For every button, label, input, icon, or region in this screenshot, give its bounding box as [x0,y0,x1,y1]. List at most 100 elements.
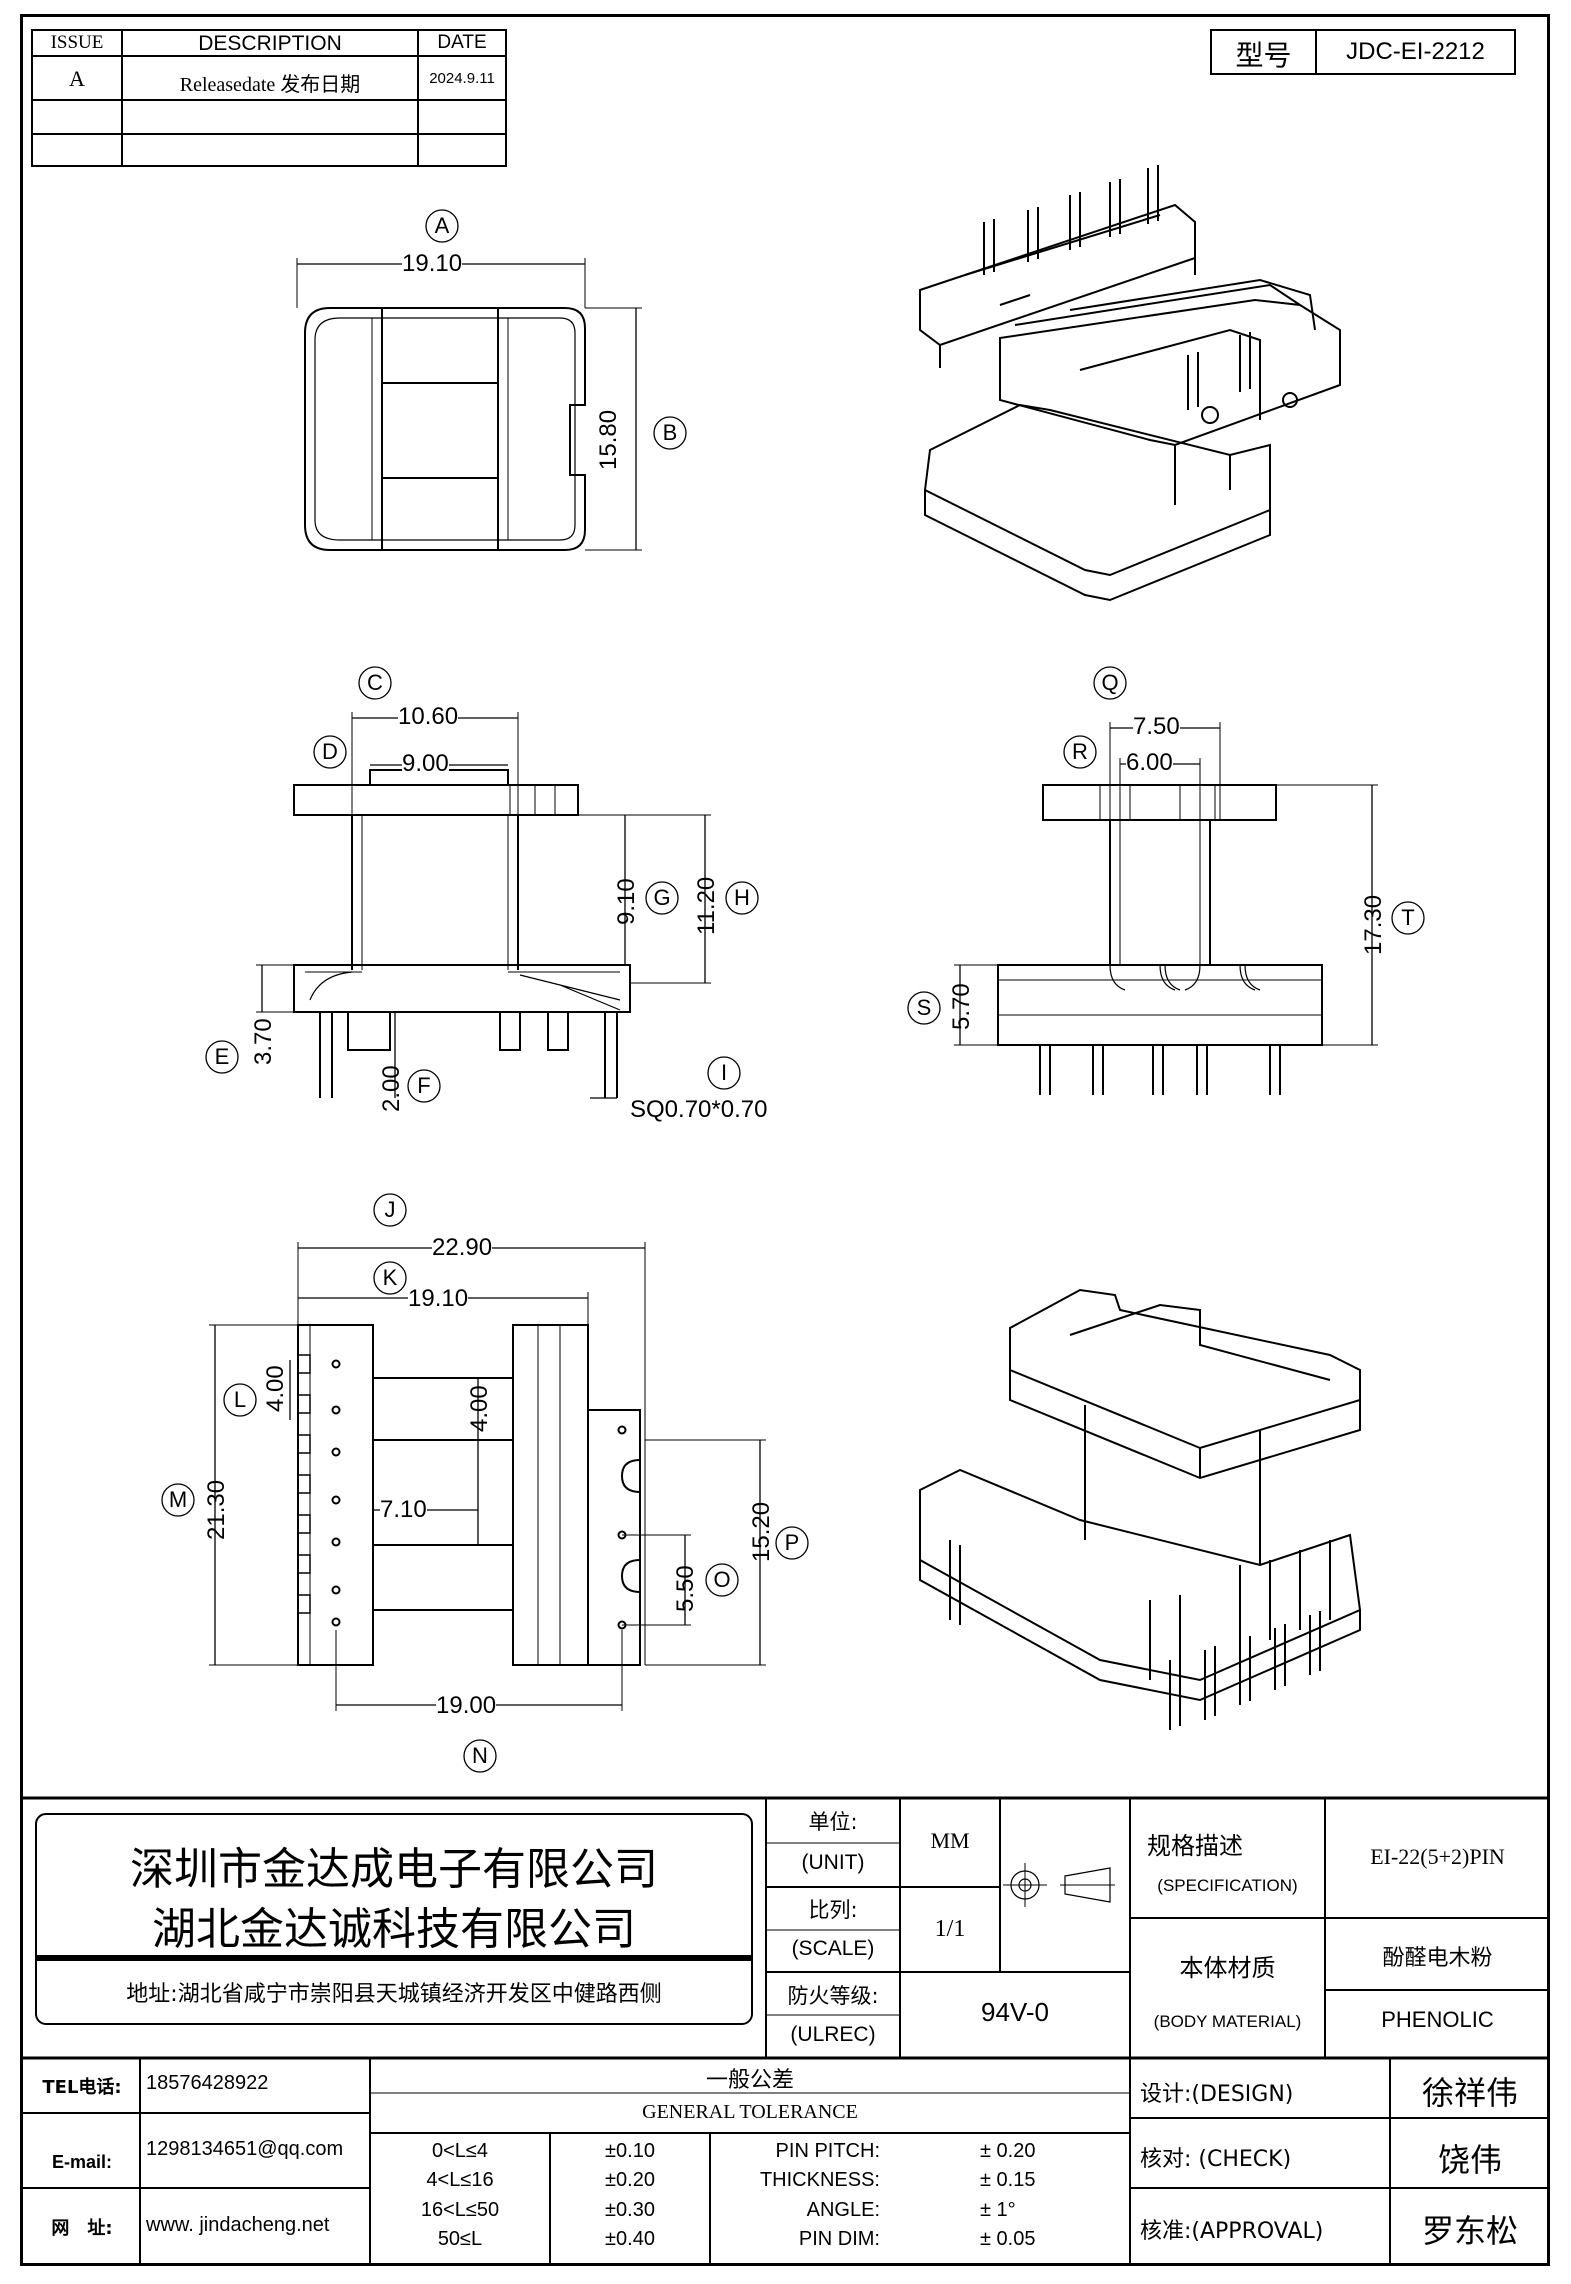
tolerance-value-1: ±0.10 [605,2140,655,2162]
fire-label: 防火等级: [787,1984,879,2008]
dim-r-value: 6.00 [1126,749,1173,777]
fire-label-en: (ULREC) [790,2023,876,2046]
tolerance-value-2: ±0.20 [605,2169,655,2191]
approval-name: 罗东松 [1421,2212,1518,2250]
dim-inner-width: 7.10 [380,1496,427,1524]
dim-f-letter: F [417,1073,431,1098]
material-label: 本体材质 [1179,1954,1276,1982]
design-label: 设计:(DESIGN) [1140,2082,1294,2107]
revision-table [31,29,507,167]
bottom-view [161,1193,809,1773]
dim-l-letter: L [233,1387,247,1412]
top-view [296,209,687,551]
web-label: 网 址: [51,2218,113,2239]
pin-pitch-value: ± 0.20 [980,2140,1036,2162]
dim-e-value: 3.70 [250,1018,277,1065]
dim-f-value: 2.00 [378,1065,405,1112]
tolerance-range-3: 16<L≤50 [420,2199,500,2221]
title-block [20,1796,1550,2266]
iso-view-top [919,165,1341,602]
dim-j-letter: J [384,1197,396,1222]
dim-o-letter: O [713,1567,731,1592]
dim-inner-value: 4.00 [466,1385,493,1432]
tolerance-range-2: 4<L≤16 [426,2169,494,2191]
tel-value: 18576428922 [146,2072,269,2094]
spec-label: 规格描述 [1147,1832,1243,1860]
tolerance-value-4: ±0.40 [605,2228,655,2250]
company-name-2: 湖北金达诚科技有限公司 [152,1904,636,1955]
unit-label-en: (UNIT) [801,1851,865,1874]
thickness-label: THICKNESS: [759,2169,880,2191]
iso-view-bottom [919,1288,1362,1730]
dim-n-value: 19.00 [436,1692,497,1720]
dim-g-value: 9.10 [613,878,640,925]
approval-label: 核准:(APPROVAL) [1140,2219,1324,2244]
dim-e-letter: E [214,1044,230,1069]
rev-header-issue: ISSUE [50,32,104,53]
material-value: 酚醛电木粉 [1382,1946,1493,1971]
thickness-value: ± 0.15 [980,2169,1036,2191]
angle-value: ± 1° [980,2199,1016,2221]
dim-k-value: 19.10 [408,1285,469,1313]
dim-h-value: 11.20 [693,876,720,935]
dim-t-value: 17.30 [1360,894,1387,955]
tolerance-range-1: 0<L≤4 [431,2140,489,2162]
dim-s-letter: S [916,995,932,1020]
dim-m-value: 21.30 [203,1479,230,1540]
dim-n-letter: N [472,1743,488,1768]
pin-pitch-label: PIN PITCH: [775,2140,880,2162]
dim-j-value: 22.90 [432,1234,493,1262]
dim-g-letter: G [653,885,671,910]
tolerance-title-cn: 一般公差 [705,2068,794,2093]
dim-q-letter: Q [1101,670,1119,695]
dim-i-letter: I [720,1060,728,1085]
email-value: 1298134651@qq.com [146,2138,344,2160]
rev-header-description: DESCRIPTION [198,32,342,55]
tolerance-value-3: ±0.30 [605,2199,655,2221]
model-label: 型号 [1235,39,1292,72]
dim-d-letter: D [322,739,338,764]
unit-value: MM [930,1828,970,1853]
dim-c-letter: C [367,670,383,695]
dim-m-letter: M [168,1487,188,1512]
material-label-en: (BODY MATERIAL) [1153,2012,1302,2031]
spec-label-en: (SPECIFICATION) [1157,1876,1298,1895]
dim-p-value: 15.20 [748,1501,775,1562]
dim-b-letter: B [662,420,678,445]
dim-k-letter: K [382,1265,398,1290]
dim-t-letter: T [1401,905,1415,930]
dim-i-value: SQ0.70*0.70 [630,1096,768,1123]
dim-b-value: 15.80 [595,409,622,470]
rev-row-description: Releasedate 发布日期 [179,74,361,96]
check-label: 核对: (CHECK) [1140,2147,1292,2172]
spec-value: EI-22(5+2)PIN [1370,1844,1505,1869]
dim-r-letter: R [1072,739,1088,764]
dim-a-letter: A [434,213,450,238]
company-name-1: 深圳市金达成电子有限公司 [130,1844,658,1895]
rev-row-date: 2024.9.11 [429,70,495,87]
drawing-sheet [20,14,1550,2266]
unit-label: 单位: [808,1810,858,1834]
model-value: JDC-EI-2212 [1346,38,1485,65]
check-name: 饶伟 [1437,2141,1502,2179]
model-box [1210,29,1516,75]
scale-label: 比列: [808,1898,858,1922]
dim-h-letter: H [734,885,750,910]
tolerance-range-4: 50≤L [437,2228,483,2250]
dim-d-value: 9.00 [402,750,449,778]
pin-dim-label: PIN DIM: [798,2228,880,2250]
dim-o-value: 5.50 [672,1565,699,1612]
dim-s-value: 5.70 [948,983,975,1030]
dim-c-value: 10.60 [398,703,459,731]
fire-value: 94V-0 [981,1997,1049,2027]
tolerance-title-en: GENERAL TOLERANCE [642,2101,858,2123]
side-view [907,666,1425,1095]
dim-p-letter: P [784,1530,800,1555]
rev-header-date: DATE [437,32,487,53]
dim-l-value: 4.00 [262,1365,289,1412]
rev-row-issue: A [69,66,85,91]
front-view [205,666,759,1103]
design-name: 徐祥伟 [1421,2074,1518,2112]
email-label: E-mail: [51,2152,112,2172]
